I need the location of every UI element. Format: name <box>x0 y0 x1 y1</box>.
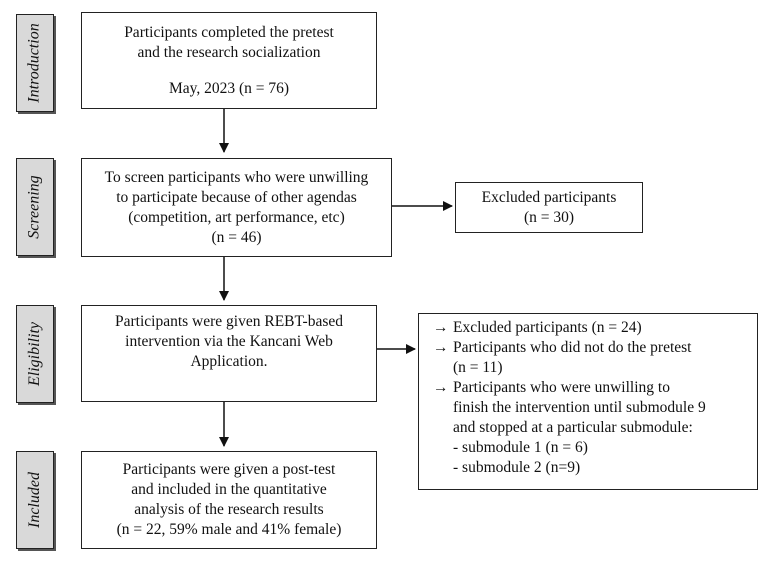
intro-line1: Participants completed the pretest <box>124 23 334 41</box>
excluded-sub-2: - submodule 2 (n=9) <box>453 459 581 476</box>
excluded-sub-1: - submodule 1 (n = 6) <box>453 439 588 456</box>
included-line2: and included in the quantitative <box>131 481 327 498</box>
eligibility-line2: intervention via the Kancani Web <box>125 333 333 350</box>
included-line1: Participants were given a post-test <box>122 461 336 478</box>
screening-line3: (competition, art performance, etc) <box>128 208 345 226</box>
stage-eligibility: Eligibility <box>16 305 54 403</box>
excluded1-line1: Excluded participants <box>481 188 617 206</box>
stage-screening: Screening <box>16 158 54 256</box>
box-excluded-screening: Excluded participants (n = 30) <box>455 182 643 233</box>
excluded-item-1: → Excluded participants (n = 24) <box>433 319 642 336</box>
screening-line2: to participate because of other agendas <box>116 188 357 206</box>
box-eligibility: Participants were given REBT-based inter… <box>81 305 377 402</box>
intro-line3: May, 2023 (n = 76) <box>168 79 290 97</box>
box-excluded-eligibility: → Excluded participants (n = 24) → Parti… <box>418 313 758 490</box>
eligibility-line3: Application. <box>190 353 268 370</box>
box-introduction: Participants completed the pretest and t… <box>81 12 377 109</box>
box-included: Participants were given a post-test and … <box>81 451 377 549</box>
screening-line4: (n = 46) <box>211 228 262 246</box>
stage-introduction: Introduction <box>16 14 54 112</box>
right-arrow-icon: → <box>433 339 449 356</box>
screening-line1: To screen participants who were unwillin… <box>104 168 369 186</box>
excluded-item-2-cont: (n = 11) <box>453 359 503 376</box>
excluded-item-3: → Participants who were unwilling to <box>433 379 670 396</box>
included-line3: analysis of the research results <box>134 501 324 518</box>
intro-line2: and the research socialization <box>137 43 321 61</box>
stage-included: Included <box>16 451 54 549</box>
included-line4: (n = 22, 59% male and 41% female) <box>116 521 342 538</box>
excluded1-line2: (n = 30) <box>523 208 575 226</box>
right-arrow-icon: → <box>433 319 449 336</box>
excluded-item-3-cont-1: finish the intervention until submodule … <box>453 399 706 416</box>
eligibility-line1: Participants were given REBT-based <box>115 313 343 330</box>
box-screening: To screen participants who were unwillin… <box>81 158 392 257</box>
right-arrow-icon: → <box>433 379 449 396</box>
excluded-item-2: → Participants who did not do the pretes… <box>433 339 692 356</box>
excluded-item-3-cont-2: and stopped at a particular submodule: <box>453 419 693 436</box>
